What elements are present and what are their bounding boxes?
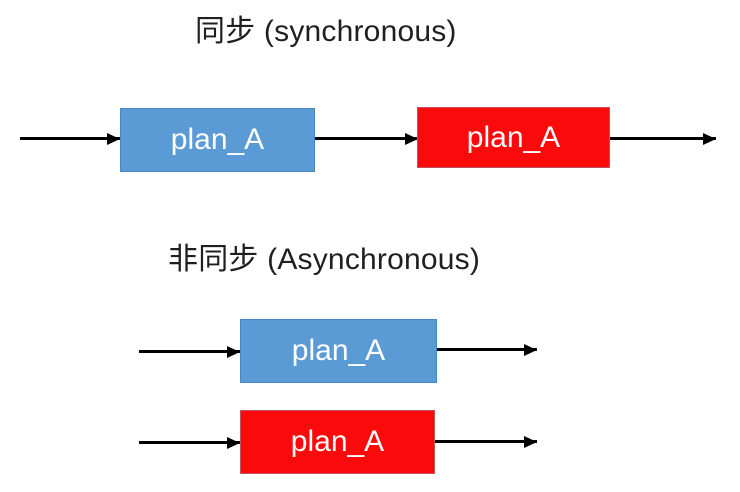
arrow-right-icon: [139, 350, 240, 353]
arrow-right-icon: [139, 441, 240, 444]
async-section-title: 非同步 (Asynchronous): [168, 243, 481, 276]
box-label: plan_A: [466, 120, 561, 154]
arrow-right-icon: [435, 440, 537, 443]
sync-section-title: 同步 (synchronous): [195, 15, 457, 48]
box-label: plan_A: [291, 334, 386, 367]
arrow-right-icon: [437, 348, 537, 351]
sync-red-box: plan_A: [417, 107, 610, 168]
async-red-box: plan_A: [240, 410, 435, 474]
arrow-right-icon: [610, 137, 716, 140]
arrow-right-icon: [20, 137, 120, 140]
box-label: plan_A: [290, 425, 385, 458]
box-label: plan_A: [170, 123, 265, 156]
sync-blue-box: plan_A: [120, 108, 315, 172]
arrow-right-icon: [315, 137, 418, 140]
async-blue-box: plan_A: [240, 319, 437, 383]
